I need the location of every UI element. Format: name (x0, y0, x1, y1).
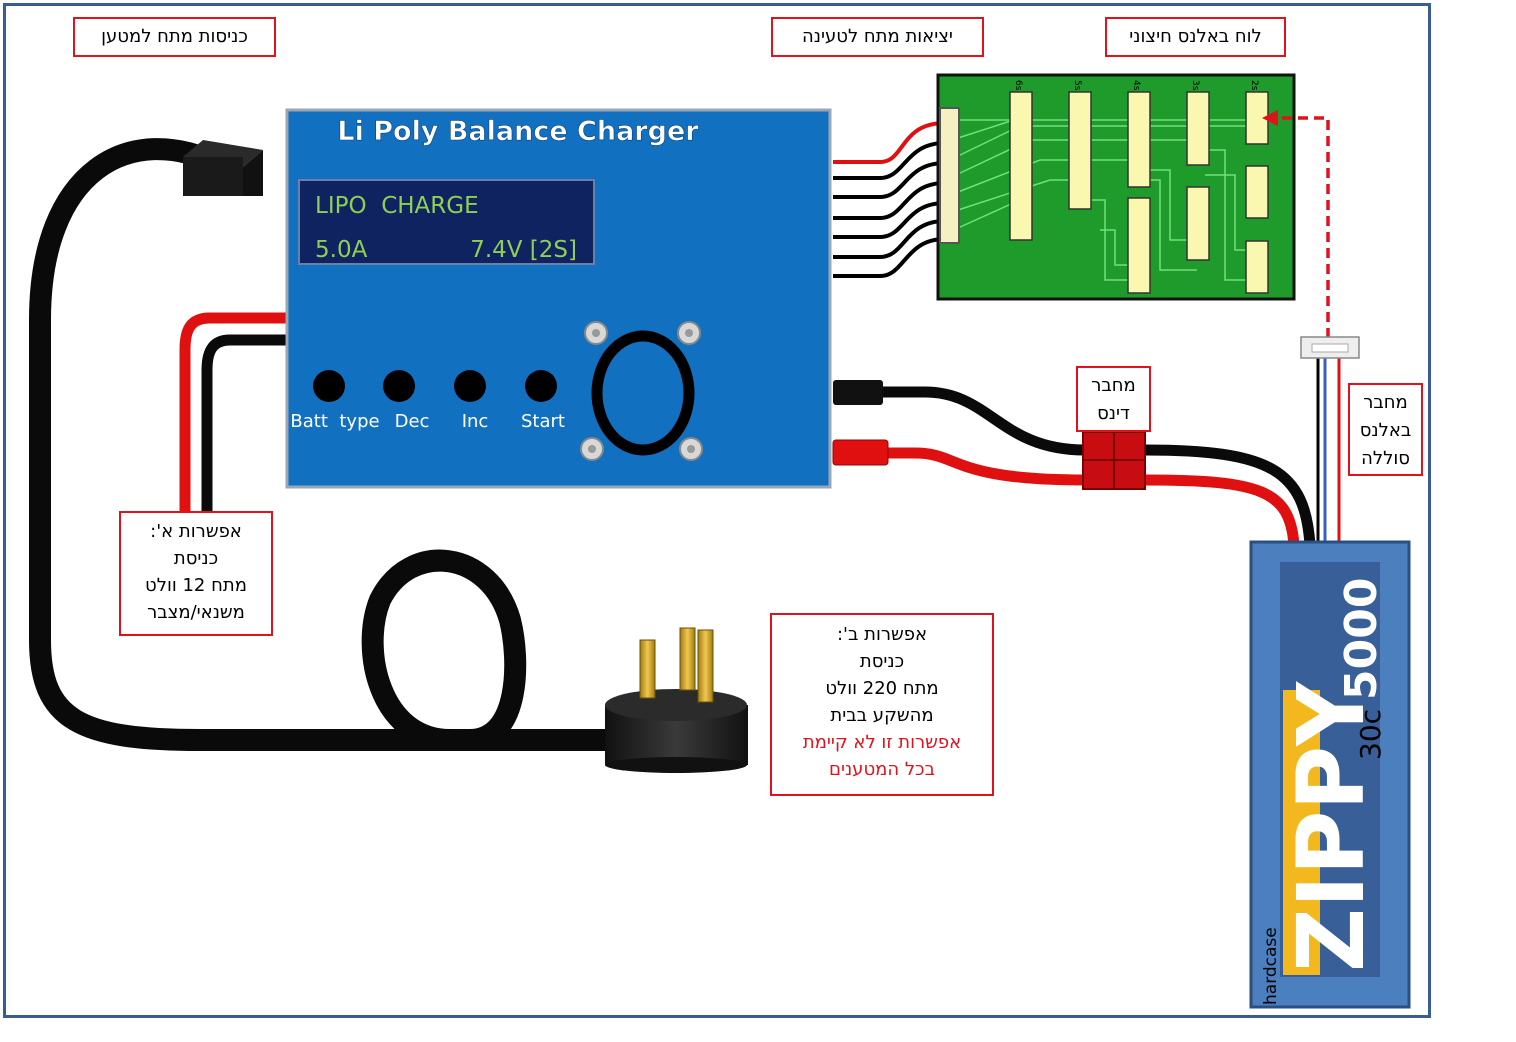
battery-case: hardcase (1261, 927, 1281, 1005)
label-input-voltage: כניסות מתח למטען (73, 17, 276, 57)
mains-cable (29, 138, 631, 751)
inc-button-label: Inc (462, 411, 489, 432)
start-button[interactable] (525, 370, 557, 402)
screen-current: 5.0A (315, 237, 368, 263)
label-charge-outputs: יציאות מתח לטעינה (771, 17, 984, 57)
black-output-lead (833, 380, 1316, 546)
battery-brand: ZIPPY (1278, 681, 1385, 972)
lipo-battery (1249, 540, 1411, 1009)
port-label-6s: 6s (1013, 80, 1023, 91)
port-label-4s: 4s (1131, 80, 1141, 91)
charger-body (285, 108, 832, 489)
charger-screen (298, 179, 595, 265)
board-input-connector (939, 107, 960, 244)
dc-input-black-wire (201, 334, 288, 512)
label-deans-connector: מחבר דינס (1076, 366, 1151, 432)
screen-line1: LIPO CHARGE (315, 193, 479, 219)
dc-plug-icon (183, 140, 263, 196)
diagram-frame (3, 3, 1431, 1018)
battery-rating: 30c (1354, 709, 1387, 760)
option-b-warning-line2: בכל המטענים (829, 759, 935, 780)
battery-capacity: 5000 (1336, 578, 1387, 700)
balance-plug-arrow (1262, 110, 1330, 338)
port-label-5s: 5s (1072, 80, 1082, 91)
port-label-3s: 3s (1190, 80, 1200, 91)
dec-button-label: Dec (395, 411, 430, 432)
board-ports (1009, 91, 1269, 294)
label-balance-board: לוח באלנס חיצוני (1105, 17, 1286, 57)
balance-lead-wires (833, 121, 946, 278)
label-balance-connector: מחבר באלנס סוללה (1348, 383, 1423, 476)
option-b-warning-line1: אפשרות זו לא קיימת (802, 732, 962, 753)
inc-button[interactable] (454, 370, 486, 402)
label-option-a: אפשרות א': כניסת מתח 12 וולט משנאי/מצבר (119, 511, 273, 636)
label-option-b: אפשרות ב': כניסת מתח 220 וולט מהשקע בבית… (770, 613, 994, 796)
battery-balance-wires (1316, 358, 1341, 545)
rotary-knob-icon (591, 330, 695, 456)
charger-title: Li Poly Balance Charger (337, 116, 699, 147)
deans-connector-icon (1082, 431, 1146, 490)
batt-type-button[interactable] (313, 370, 345, 402)
dc-input-red-wire (179, 312, 288, 512)
dec-button[interactable] (383, 370, 415, 402)
screw-icons (580, 321, 703, 461)
port-label-2s: 2s (1249, 80, 1259, 91)
mains-plug-icon (605, 627, 748, 773)
balance-plug-icon (1300, 336, 1360, 359)
screen-voltage: 7.4V [2S] (470, 237, 577, 263)
start-button-label: Start (521, 411, 565, 432)
batt-type-button-label: Batt type (290, 411, 379, 432)
